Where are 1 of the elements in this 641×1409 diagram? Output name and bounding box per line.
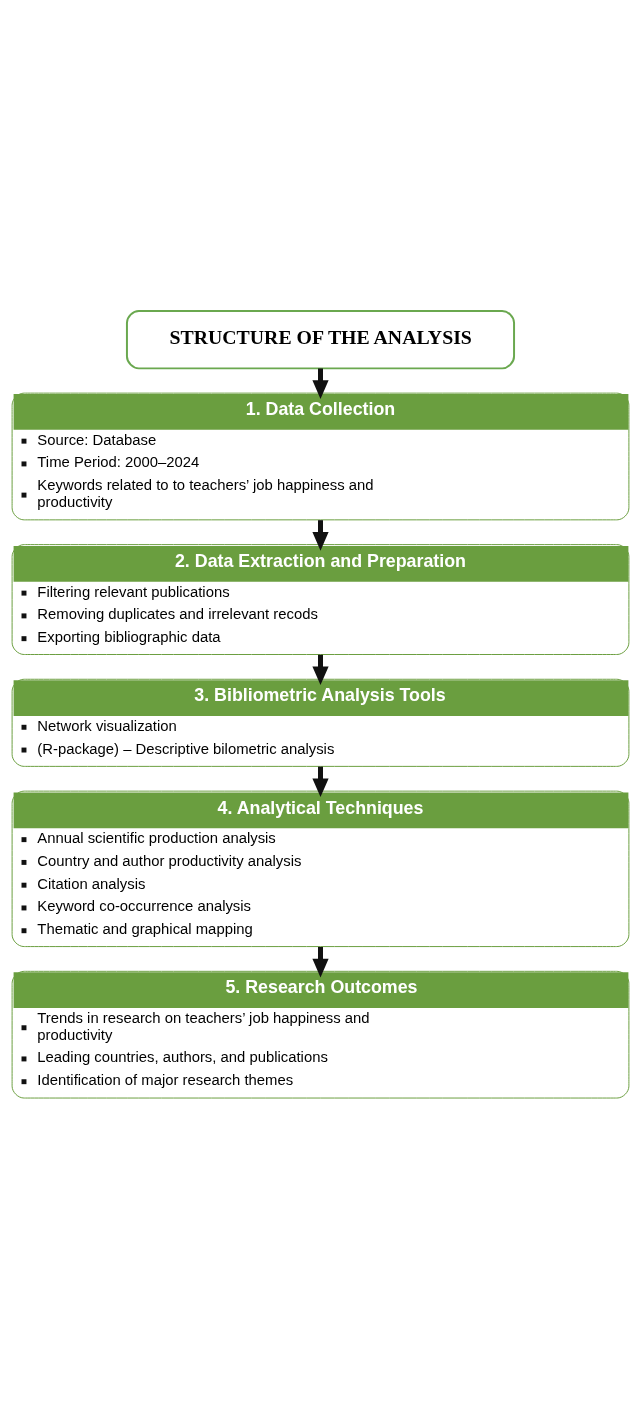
node-box: STRUCTURE OF THE ANALYSIS <box>125 309 516 370</box>
